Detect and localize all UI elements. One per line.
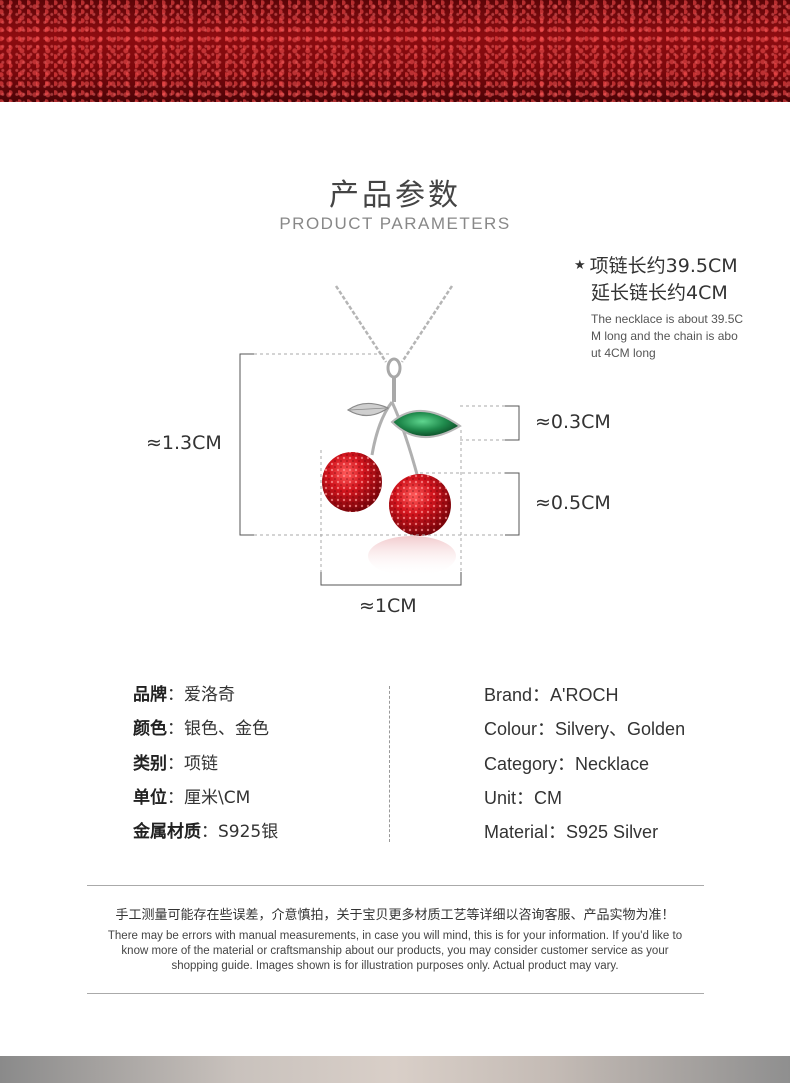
model-photo-strip (0, 1056, 790, 1083)
star-icon: ★ (574, 258, 586, 273)
emerald-leaf (390, 409, 462, 439)
section-title-en: PRODUCT PARAMETERS (279, 214, 511, 233)
specs-cn: 品牌：爱洛奇 颜色：银色、金色 类别：项链 单位：厘米\CM 金属材质：S925… (133, 683, 278, 854)
spec-row: Unit：CM (484, 787, 563, 808)
bail (386, 357, 402, 402)
length-note: ★项链长约39.5CM 延长链长约4CM The necklace is abo… (574, 252, 774, 362)
leaf-dimension-label: ≈0.3CM (535, 411, 611, 433)
left-cherry (322, 452, 382, 512)
spec-row: 金属材质：S925银 (133, 822, 279, 843)
spec-row: Brand：A'ROCH (484, 685, 619, 705)
length-note-en: The necklace is about 39.5CM long and th… (591, 312, 744, 360)
stems (370, 401, 420, 479)
spec-row: 品牌：爱洛奇 (133, 685, 235, 705)
spec-row: 颜色：银色、金色 (133, 719, 269, 740)
glitter-banner (0, 0, 790, 102)
section-title-cn: 产品参数 (329, 178, 461, 213)
spec-row: 类别：项链 (133, 753, 218, 774)
disclaimer-top-rule (87, 885, 704, 886)
width-dimension-label: ≈1CM (359, 595, 417, 617)
spec-divider (389, 686, 390, 842)
spec-row: Colour：Silvery、Golden (484, 719, 686, 740)
disclaimer-bottom-rule (87, 993, 704, 994)
spec-row: Material：S925 Silver (484, 822, 659, 843)
silver-leaf (346, 402, 390, 417)
height-dimension-label: ≈1.3CM (146, 432, 222, 454)
disclaimer-en: There may be errors with manual measurem… (107, 930, 683, 972)
chain (334, 285, 454, 363)
cherry-reflection (368, 536, 456, 576)
specs-en: Brand：A'ROCH Colour：Silvery、Golden Categ… (484, 683, 685, 854)
spec-row: 单位：厘米\CM (133, 787, 251, 808)
dimension-lines (239, 353, 520, 586)
disclaimer-cn: 手工测量可能存在些误差，介意慎拍，关于宝贝更多材质工艺等详细以咨询客服、产品实物… (115, 908, 675, 923)
right-cherry (389, 474, 451, 536)
necklace-length: 项链长约39.5CM (589, 255, 738, 277)
cherry-dimension-label: ≈0.5CM (535, 492, 611, 514)
spec-row: Category：Necklace (484, 753, 650, 774)
extension-length: 延长链长约4CM (591, 282, 728, 304)
cherry-necklace-diagram (239, 285, 520, 586)
